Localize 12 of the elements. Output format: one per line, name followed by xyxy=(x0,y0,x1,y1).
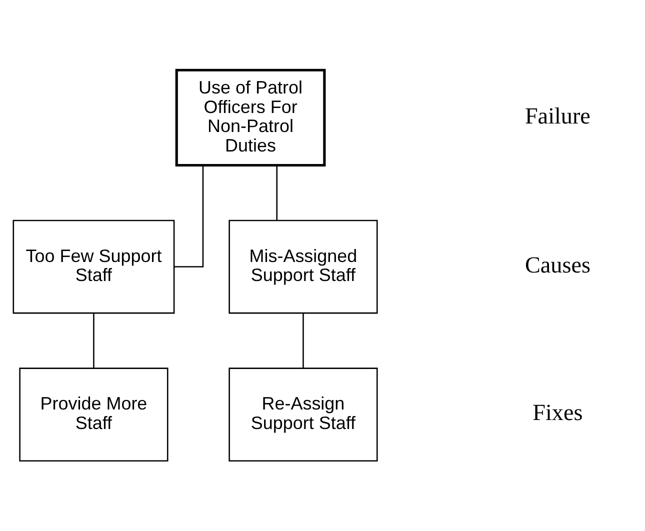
connector xyxy=(302,313,304,368)
node-box: Use of Patrol Officers For Non-Patrol Duties xyxy=(175,68,326,167)
node-box: Mis-Assigned Support Staff xyxy=(228,220,378,314)
node-box: Too Few Support Staff xyxy=(12,220,175,314)
connector xyxy=(93,313,94,368)
label: Failure xyxy=(524,103,590,130)
connector xyxy=(276,165,278,220)
label: Fixes xyxy=(532,400,583,426)
node-box: Re-Assign Support Staff xyxy=(228,368,378,462)
node-box: Provide More Staff xyxy=(19,368,168,462)
label: Causes xyxy=(524,252,590,278)
connector xyxy=(174,165,204,268)
